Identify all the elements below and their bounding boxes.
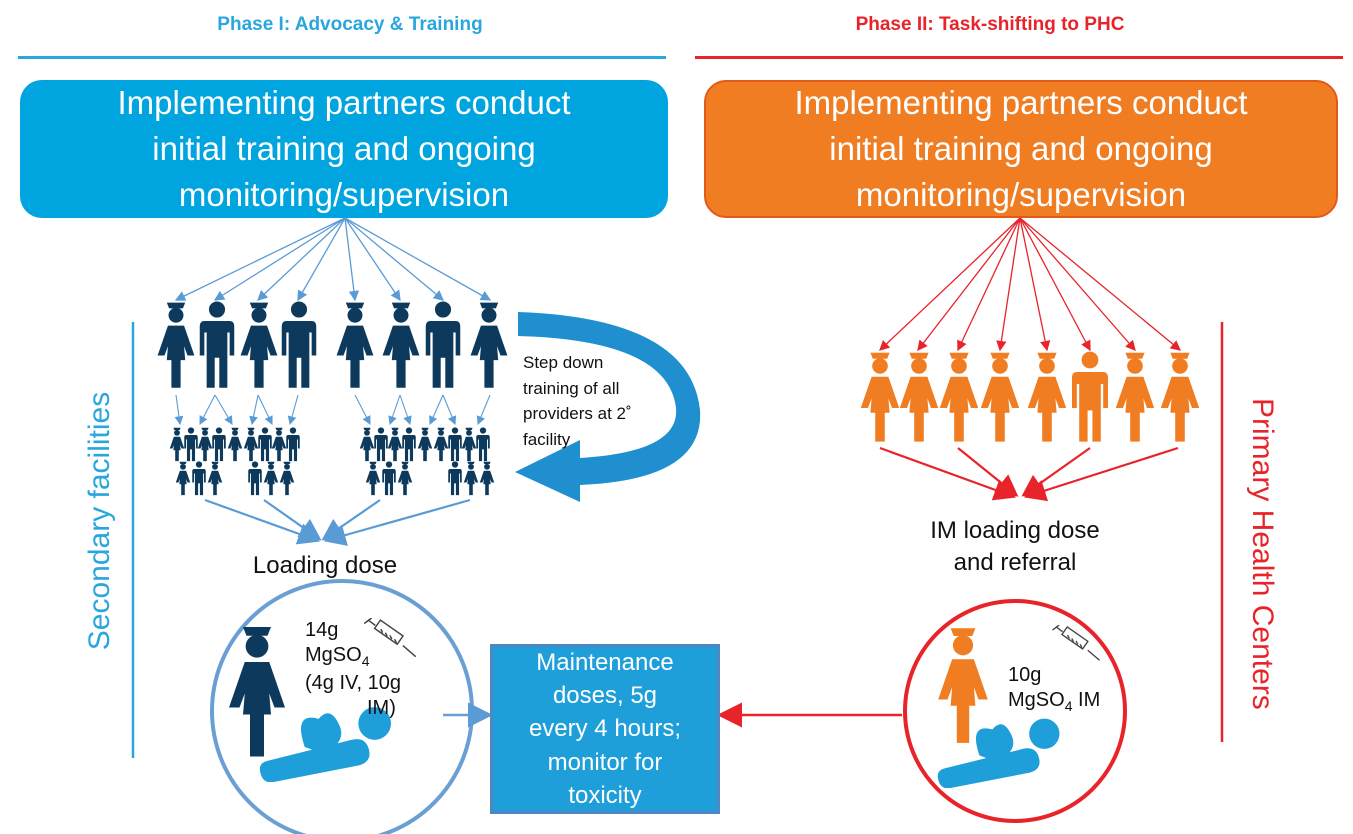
phase2-banner-line-2: initial training and ongoing	[829, 129, 1213, 167]
step-down-line-2: training of all	[523, 378, 620, 398]
maintenance-line-2: doses, 5g	[552, 682, 658, 710]
phase2-dose-drug: MgSO4 IM	[1008, 689, 1101, 714]
step-down-text: Step down training of all providers at 2…	[523, 350, 632, 452]
maintenance-line-3: every 4 hours;	[528, 715, 682, 743]
phase1-banner-line-3: monitoring/supervision	[178, 176, 510, 214]
phase1-title: Phase I: Advocacy & Training	[217, 14, 483, 35]
phase2-banner: Implementing partners conduct initial tr…	[704, 80, 1338, 218]
phase1-stepdown-arrows	[174, 394, 491, 426]
person-icon	[240, 302, 278, 388]
step-down-line-4: facility	[523, 429, 571, 449]
maintenance-line-5: toxicity	[568, 781, 642, 809]
nurse-icon	[229, 627, 285, 757]
phase1-converge-arrows	[204, 498, 471, 546]
phase1-fan-arrows	[174, 217, 492, 302]
phase2-title: Phase II: Task-shifting to PHC	[855, 14, 1125, 35]
phase1-dose-text: 14g MgSO4 (4g IV, 10g IM)	[305, 618, 401, 721]
phase2-banner-line-1: Implementing partners conduct	[794, 83, 1248, 121]
maintenance-line-1: Maintenance	[536, 649, 674, 677]
phase2-phc-circle	[903, 599, 1127, 823]
person-icon	[336, 302, 374, 388]
phase2-loading-line-1: IM loading dose	[930, 517, 1100, 544]
patient-icon	[937, 718, 1060, 788]
person-icon	[860, 352, 900, 442]
phase1-dose-route-2: IM)	[367, 696, 396, 719]
step-down-line-3: providers at 2˚	[523, 404, 632, 423]
phase1-banner: Implementing partners conduct initial tr…	[20, 80, 668, 218]
phase2-providers-group	[860, 351, 1200, 442]
primary-health-centers-label: Primary Health Centers	[1246, 398, 1279, 710]
phase1-dose-amount: 14g	[305, 619, 339, 641]
phase2-dose-amount: 10g	[1008, 664, 1042, 686]
secondary-facilities-label: Secondary facilities	[83, 391, 116, 651]
phase2-banner-line-3: monitoring/supervision	[855, 176, 1187, 214]
phase1-banner-line-1: Implementing partners conduct	[117, 83, 571, 121]
nurse-icon	[938, 628, 988, 743]
phase1-rule	[18, 56, 666, 59]
phase2-fan-arrows	[879, 217, 1182, 352]
step-down-line-1: Step down	[523, 353, 604, 372]
person-icon	[382, 302, 420, 388]
phase2-loading-caption: IM loading dose and referral	[890, 515, 1140, 580]
phase1-providers-right	[359, 427, 495, 496]
phase1-trainers-group	[157, 301, 508, 388]
person-icon	[157, 302, 195, 388]
person-icon	[899, 352, 939, 442]
phase1-loading-caption: Loading dose	[252, 552, 398, 579]
person-icon	[281, 301, 317, 388]
person-icon	[1027, 352, 1067, 442]
person-icon	[1072, 351, 1108, 442]
person-icon	[939, 352, 979, 442]
phase1-dose-drug: MgSO4	[305, 644, 370, 669]
person-icon	[199, 301, 235, 388]
phase1-dose-route-1: (4g IV, 10g	[305, 671, 402, 694]
phase2-converge-arrows	[879, 446, 1179, 502]
person-icon	[470, 302, 508, 388]
person-icon	[980, 352, 1020, 442]
person-icon	[425, 301, 461, 388]
phase1-providers-left	[169, 427, 300, 496]
maintenance-box: Maintenance doses, 5g every 4 hours; mon…	[490, 644, 720, 814]
phase2-dose-text: 10g MgSO4 IM	[1008, 663, 1100, 716]
person-icon	[1160, 352, 1200, 442]
phase2-rule	[695, 56, 1343, 59]
phase2-loading-line-2: and referral	[953, 549, 1077, 577]
phase1-banner-line-2: initial training and ongoing	[152, 129, 536, 167]
maintenance-line-4: monitor for	[547, 748, 663, 776]
person-icon	[1115, 352, 1155, 442]
curved-arrow-icon	[515, 312, 701, 502]
